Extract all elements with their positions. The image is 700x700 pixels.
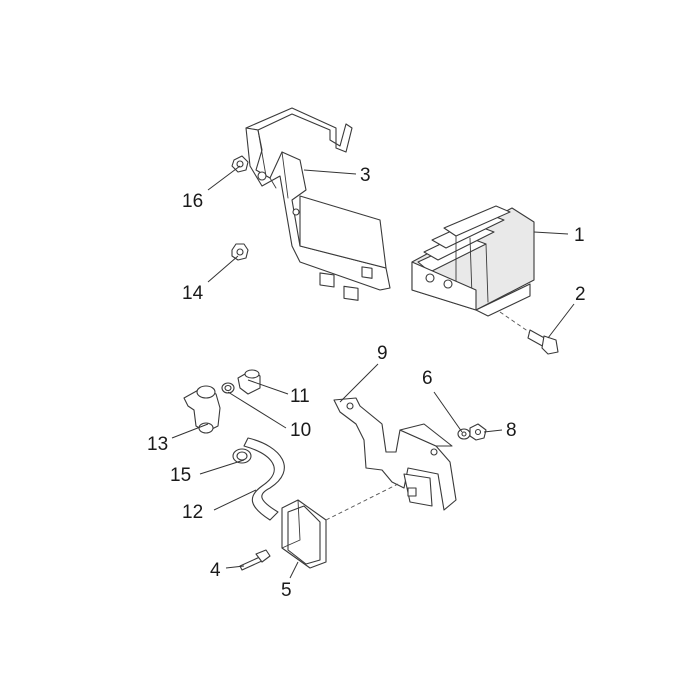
part-12-hose (243, 437, 285, 521)
callout-9: 9 (377, 343, 388, 364)
callout-6: 6 (422, 368, 433, 389)
part-14-clip (231, 243, 249, 261)
callout-8: 8 (506, 420, 517, 441)
part-3-upper-bracket (245, 107, 391, 301)
part-6-washer (457, 428, 471, 440)
callout-15: 15 (170, 465, 191, 486)
callout-5: 5 (281, 580, 292, 601)
part-13-elbow-fitting (183, 385, 221, 434)
part-8-nut (469, 423, 487, 441)
callout-14: 14 (182, 283, 204, 304)
part-2-screw (499, 311, 559, 355)
callout-2: 2 (575, 284, 586, 305)
part-4-screw (239, 549, 271, 571)
part-9-lower-bracket (333, 397, 457, 511)
part-10-seal (221, 382, 235, 394)
part-11-sleeve (237, 369, 261, 395)
part-16-nut (231, 155, 249, 173)
leader-lines (171, 165, 575, 579)
callout-3: 3 (360, 165, 371, 186)
callout-13: 13 (147, 434, 168, 455)
callout-4: 4 (210, 560, 221, 581)
callout-1: 1 (574, 225, 585, 246)
part-15-hose-clamp (232, 448, 252, 464)
callout-11: 11 (290, 386, 310, 407)
callout-12: 12 (182, 502, 203, 523)
callout-16: 16 (182, 191, 203, 212)
part-5-connector (281, 483, 399, 569)
part-1-voltage-regulator (411, 205, 535, 317)
callout-10: 10 (290, 420, 311, 441)
